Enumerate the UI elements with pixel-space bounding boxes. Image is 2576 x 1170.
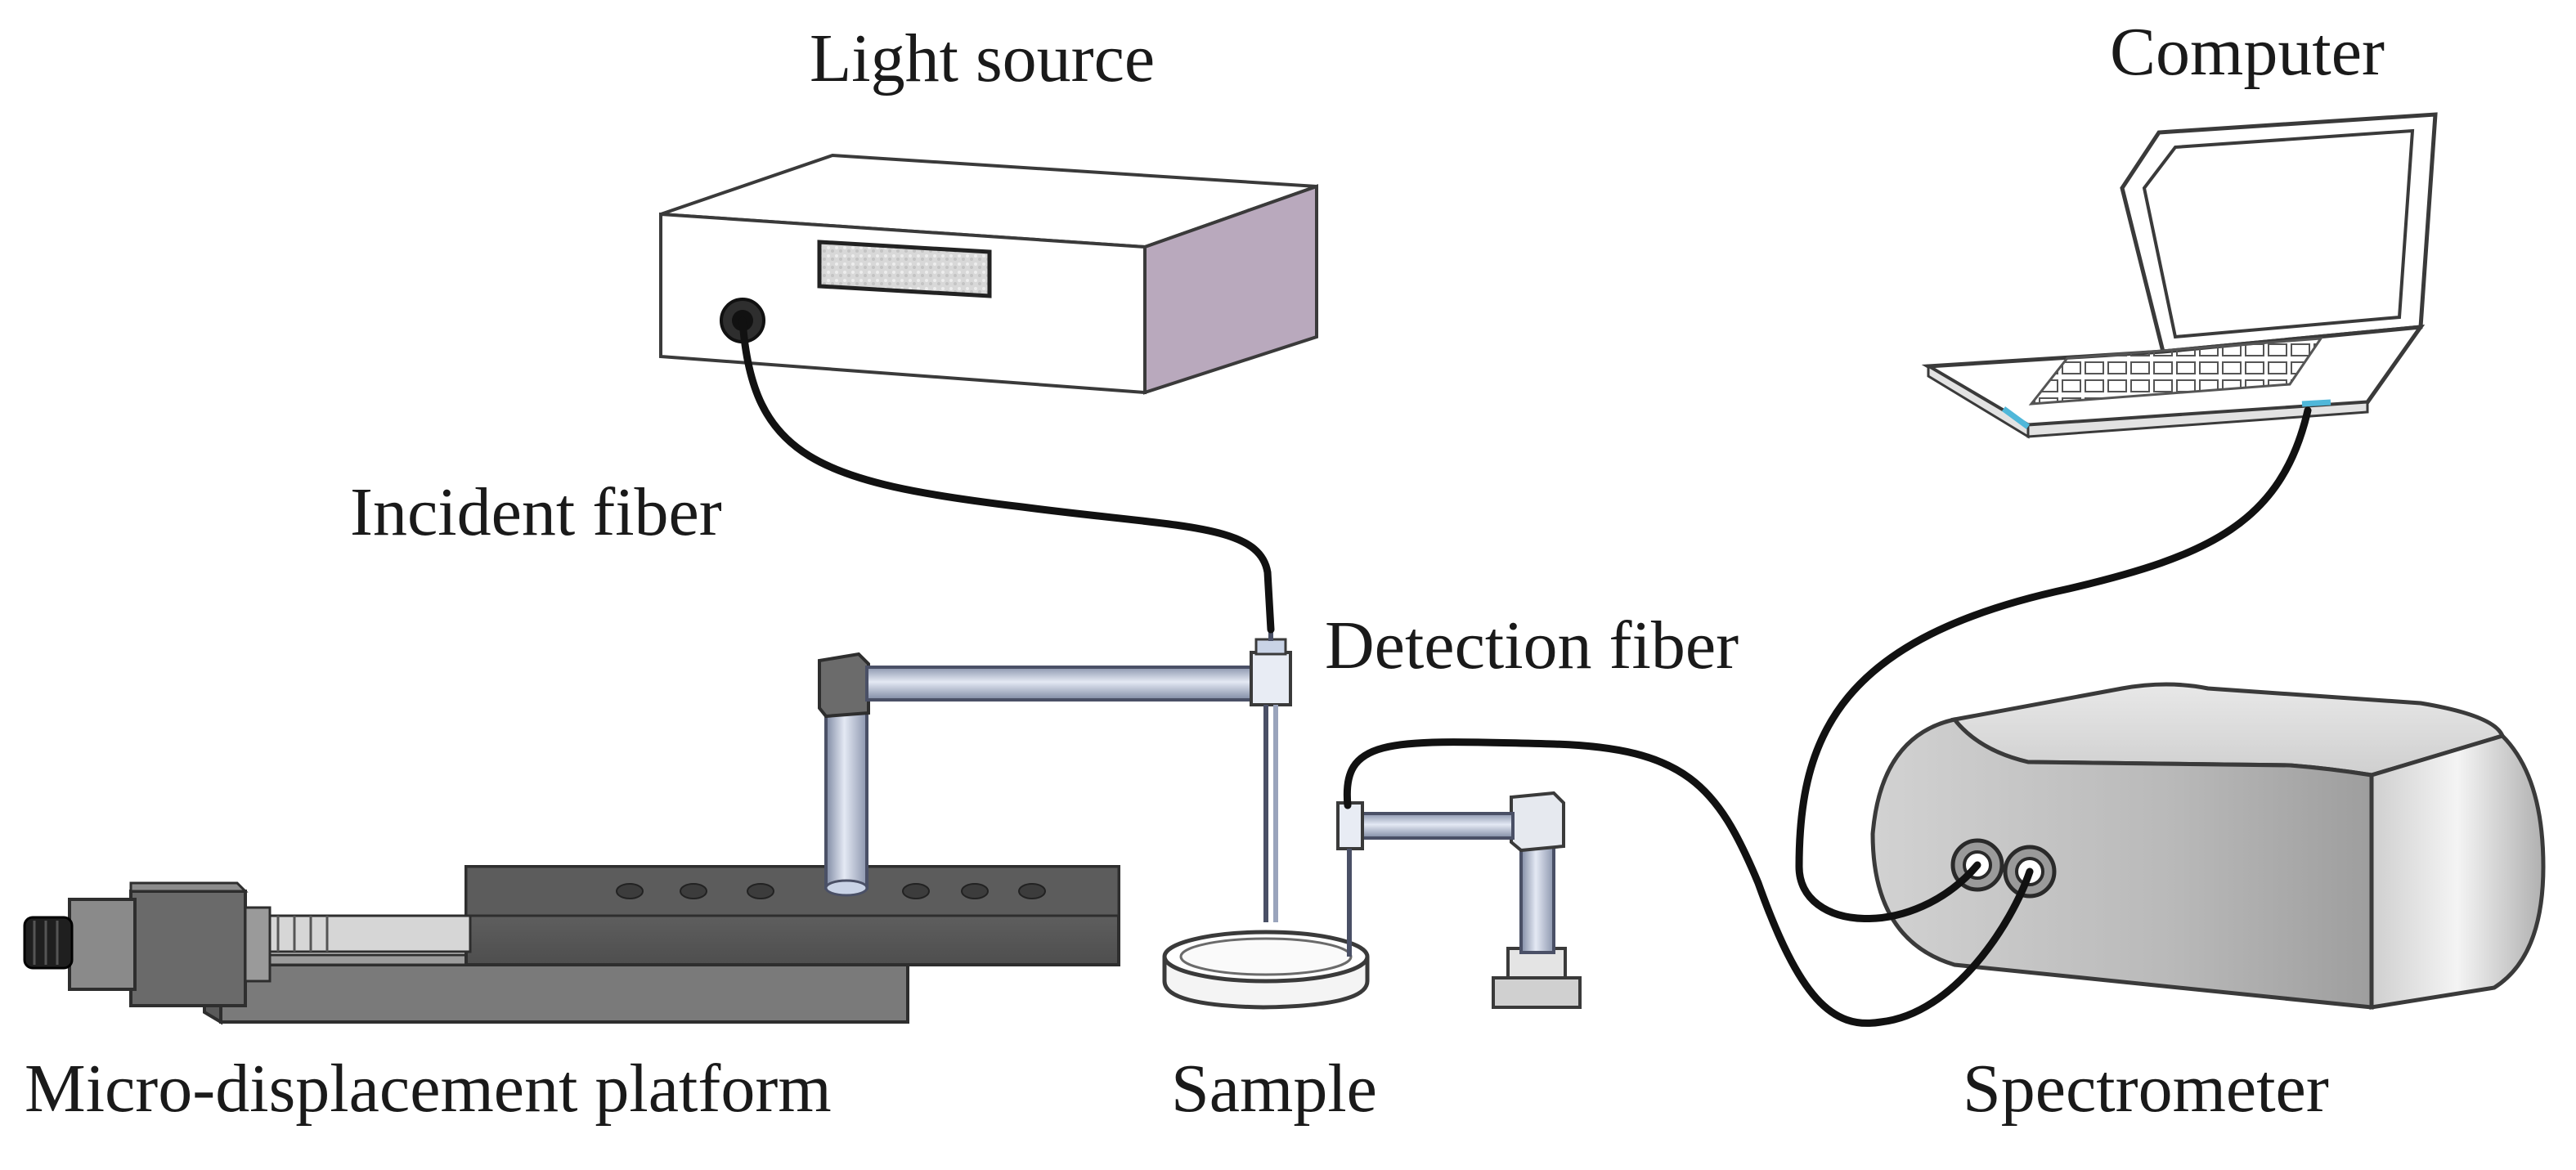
- computer-data-cable: [1795, 406, 2312, 922]
- incident-fiber-label: Incident fiber: [350, 474, 722, 550]
- micro-displacement-platform: [23, 865, 1120, 1025]
- sample-label: Sample: [1171, 1051, 1377, 1127]
- incident-fiber-cable: [738, 316, 1275, 634]
- light-source-label: Light source: [810, 20, 1156, 96]
- micro-displacement-platform-label: Micro-displacement platform: [25, 1051, 832, 1127]
- detection-fiber-cable: [1343, 738, 2034, 1027]
- computer-label: Computer: [2110, 14, 2385, 90]
- computer-laptop: [1921, 112, 2438, 439]
- detection-stand: [1336, 791, 1582, 1009]
- probe-arm: [818, 621, 1292, 922]
- detection-fiber-label: Detection fiber: [1325, 607, 1739, 684]
- light-source-box: [659, 153, 1318, 395]
- sample-dish: [1162, 930, 1370, 1010]
- spectrometer-label: Spectrometer: [1963, 1051, 2329, 1127]
